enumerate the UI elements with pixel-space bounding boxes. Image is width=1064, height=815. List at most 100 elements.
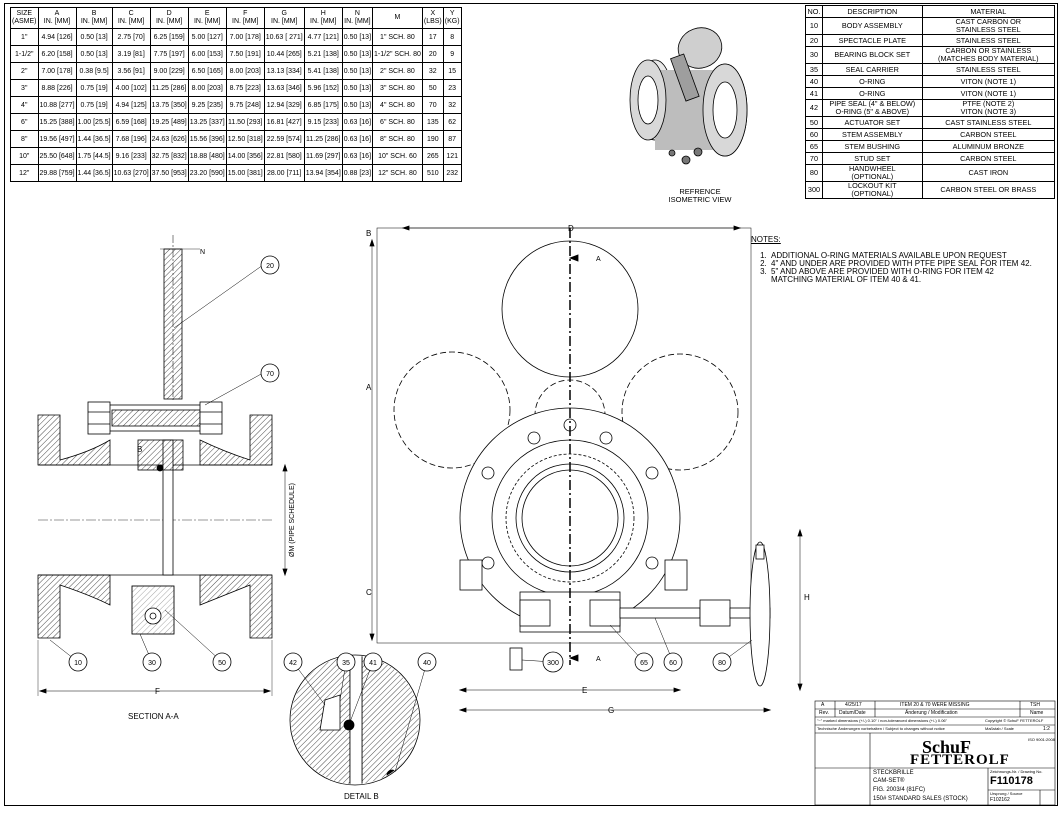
dim-cell: 0.38 [9.5] bbox=[75, 62, 113, 80]
dim-label-m: ØM (PIPE SCHEDULE) bbox=[289, 483, 296, 557]
tb-source: F102162 bbox=[990, 797, 1010, 803]
isometric-view bbox=[629, 27, 748, 165]
tb-iso: ISO 9001:2008 bbox=[1028, 737, 1055, 742]
tb-date-header: Datum/Date bbox=[839, 710, 866, 716]
dim-cell: 232 bbox=[442, 164, 462, 182]
note-item: ADDITIONAL O-RING MATERIALS AVAILABLE UP… bbox=[769, 252, 1032, 260]
balloon-50: 50 bbox=[218, 660, 226, 667]
parts-cell-no: 65 bbox=[805, 140, 823, 153]
dim-cell: 50 bbox=[421, 79, 444, 97]
dim-label-g: G bbox=[608, 706, 614, 715]
tb-initials: TSH bbox=[1030, 702, 1040, 708]
dim-label-b-vertical: B bbox=[366, 229, 371, 238]
notes-block: NOTES: ADDITIONAL O-RING MATERIALS AVAIL… bbox=[751, 236, 1032, 284]
dim-cell: 15.00 [381] bbox=[225, 164, 265, 182]
balloon-41: 41 bbox=[369, 660, 377, 667]
dim-header-bottom: IN. [MM] bbox=[193, 18, 221, 25]
dim-label-e: E bbox=[582, 686, 587, 695]
balloon-20: 20 bbox=[266, 263, 274, 270]
brand-logo-schuf: SchuF bbox=[922, 737, 972, 757]
dim-label-h: H bbox=[804, 593, 810, 602]
notes-heading: NOTES: bbox=[751, 235, 781, 244]
detail-b bbox=[289, 654, 421, 786]
detail-caption: DETAIL B bbox=[344, 792, 379, 801]
dim-header-bottom: (LBS) bbox=[423, 18, 442, 25]
dim-header-bottom: (ASME) bbox=[12, 18, 37, 25]
balloon-40: 40 bbox=[423, 660, 431, 667]
balloon-35: 35 bbox=[342, 660, 350, 667]
dim-label-f: F bbox=[155, 687, 160, 696]
dim-header-top: M bbox=[394, 14, 401, 21]
dim-label-d: D bbox=[568, 224, 574, 233]
tb-standard: 150# STANDARD SALES (STOCK) bbox=[873, 796, 968, 802]
parts-cell-desc: PIPE SEAL (4" & BELOW) O-RING (5" & ABOV… bbox=[821, 99, 923, 117]
dim-cell: 12" SCH. 80 bbox=[372, 164, 423, 182]
dim-row: 8"19.56 [497]1.44 [36.5]7.68 [196]24.63 … bbox=[10, 130, 462, 148]
tb-rev-header: Rev. bbox=[819, 710, 829, 716]
balloon-60: 60 bbox=[669, 660, 677, 667]
dim-header-top: D bbox=[166, 10, 172, 17]
dim-header-top: C bbox=[128, 10, 134, 17]
balloon-65: 65 bbox=[640, 660, 648, 667]
dim-row: 10"25.50 [648]1.75 [44.5]9.16 [233]32.75… bbox=[10, 147, 462, 165]
dim-label-n: N bbox=[200, 249, 205, 256]
dim-row: 3"8.88 [226]0.75 [19]4.00 [102]11.25 [28… bbox=[10, 79, 462, 97]
dim-cell: 87 bbox=[442, 130, 462, 148]
dim-cell: 8 bbox=[442, 28, 462, 46]
dim-header-top: F bbox=[243, 10, 248, 17]
tb-copyright: Copyright © SchuF FETTEROLF bbox=[985, 718, 1044, 723]
section-caption: SECTION A-A bbox=[128, 712, 179, 721]
tb-figure: FIG. 2003/4 (81FC) bbox=[873, 787, 926, 793]
tb-source-label: Ursprung / Source bbox=[990, 791, 1023, 796]
drawing-frame bbox=[4, 3, 1058, 806]
brand-logo-fetterolf: FETTEROLF bbox=[910, 752, 1010, 768]
parts-cell-desc: LOCKOUT KIT (OPTIONAL) bbox=[821, 181, 923, 199]
note-item: 5" AND ABOVE ARE PROVIDED WITH O-RING FO… bbox=[769, 268, 1032, 284]
dim-row: 4"10.88 [277]0.75 [19]4.94 [125]13.75 [3… bbox=[10, 96, 462, 114]
dim-cell: 1-1/2" SCH. 80 bbox=[372, 45, 423, 63]
dim-row: 12"29.88 [759]1.44 [36.5]10.63 [270]37.5… bbox=[10, 164, 462, 182]
balloon-10: 10 bbox=[74, 660, 82, 667]
tb-scale: 1:2 bbox=[1043, 726, 1050, 732]
dim-header-bottom: IN. [MM] bbox=[344, 18, 371, 25]
dim-header-top: Y bbox=[449, 10, 455, 17]
dim-header-top: B bbox=[91, 10, 97, 17]
section-view bbox=[37, 235, 288, 696]
dim-label-b: B bbox=[137, 445, 142, 454]
front-view bbox=[369, 225, 803, 713]
parts-cell-no: 300 bbox=[805, 181, 823, 199]
tb-change-header: Änderung / Modification bbox=[905, 710, 958, 716]
balloons: 20 70 10 30 50 42 35 41 40 300 65 60 bbox=[49, 255, 753, 773]
dim-header-bottom: IN. [MM] bbox=[155, 18, 183, 25]
tb-tolerance: "~" marked dimensions (+/-) 0.10" / non-… bbox=[817, 718, 948, 723]
dim-cell: 0.88 [23] bbox=[341, 164, 374, 182]
dim-header-bottom: IN. [MM] bbox=[232, 18, 259, 25]
dim-header-top: X bbox=[430, 10, 436, 17]
dim-header-bottom: IN. [MM] bbox=[117, 18, 145, 25]
dim-cell: 10.63 [270] bbox=[111, 164, 151, 182]
dim-header-top: SIZE bbox=[16, 10, 33, 17]
tb-scale-label: Maßstab / Scale bbox=[985, 726, 1014, 731]
isometric-view-label: REFRENCE ISOMETRIC VIEW bbox=[668, 187, 732, 204]
dim-label-m-text: ØM (PIPE SCHEDULE) bbox=[289, 483, 296, 557]
note-item: 4" AND UNDER ARE PROVIDED WITH PTFE PIPE… bbox=[769, 260, 1032, 268]
tb-name-de: STECKBRILLE bbox=[873, 770, 914, 776]
dim-header-bottom: IN. [MM] bbox=[271, 18, 298, 25]
dim-header-top: H bbox=[320, 10, 326, 17]
dim-cell: 135 bbox=[421, 113, 444, 131]
balloon-70: 70 bbox=[266, 371, 274, 378]
dim-header-bottom: IN. [MM] bbox=[43, 18, 71, 25]
tb-drawing-label: Zeichnungs-Nr. / Drawing No. bbox=[990, 769, 1043, 774]
dim-row: 2"7.00 [178]0.38 [9.5]3.56 [91]9.00 [229… bbox=[10, 62, 462, 80]
parts-cell-mat: CAST STAINLESS STEEL bbox=[921, 116, 1056, 129]
tb-drawing-number: F110178 bbox=[990, 775, 1033, 787]
